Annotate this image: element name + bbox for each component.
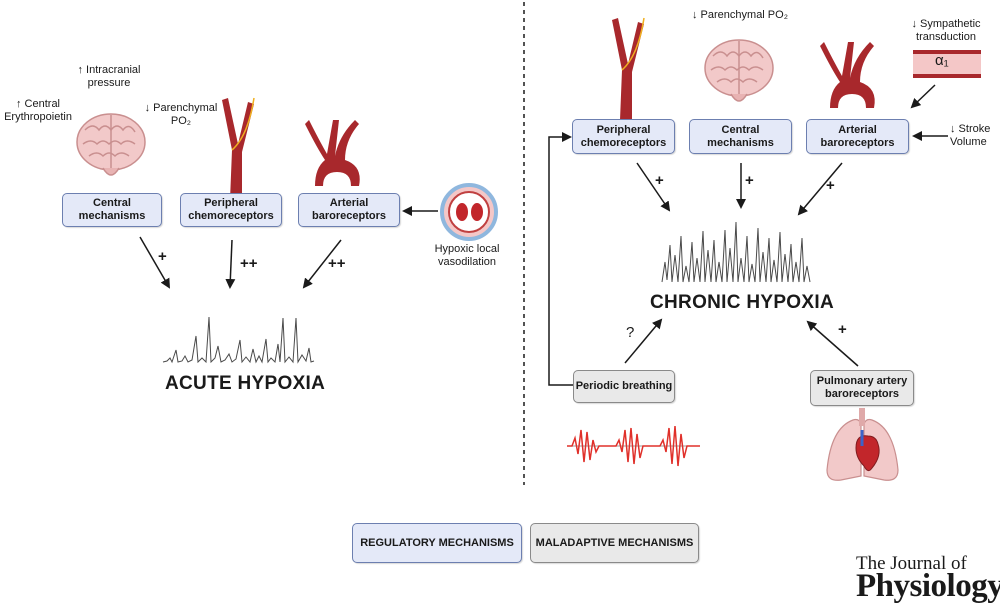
acute-arterial-sign: ++: [328, 255, 346, 272]
periodic-breathing-box: Periodic breathing: [573, 370, 675, 403]
acute-hypoxia-title: ACUTE HYPOXIA: [165, 373, 326, 394]
chronic-arterial-sign: +: [826, 177, 835, 194]
aortic-arch-icon: [305, 120, 360, 186]
acute-peripheral-sign: ++: [240, 255, 258, 272]
periodic-breathing-trace: [567, 425, 700, 467]
acute-central-mechanisms-box: Central mechanisms: [62, 193, 162, 227]
chronic-parenchymal-po2-label: ↓ Parenchymal PO₂: [692, 9, 788, 21]
acute-central-sign: +: [158, 248, 167, 265]
central-erythropoietin-label: ↑ Central Erythropoietin: [4, 98, 72, 123]
chronic-peripheral-chemoreceptors-box: Peripheral chemoreceptors: [572, 119, 675, 154]
chronic-central-sign: +: [745, 172, 754, 189]
artery-icon: [221, 97, 255, 201]
hypoxic-local-vasodilation-label: Hypoxic local vasodilation: [434, 243, 500, 268]
sympathetic-transduction-label: ↓ Sympathetic transduction: [911, 18, 981, 43]
legend-maladaptive-mechanisms: MALADAPTIVE MECHANISMS: [530, 523, 699, 563]
alpha1-label: α₁: [935, 52, 949, 69]
artery-icon: [611, 17, 645, 121]
journal-logo-line1: The Journal of: [856, 553, 967, 574]
aortic-arch-icon: [820, 42, 875, 108]
lungs-heart-icon: [826, 408, 899, 481]
chronic-hypoxia-title: CHRONIC HYPOXIA: [650, 292, 834, 313]
acute-arterial-baroreceptors-box: Arterial baroreceptors: [298, 193, 400, 227]
chronic-sympathetic-trace: [661, 221, 811, 283]
acute-sympathetic-trace: [162, 316, 315, 364]
pulmonary-artery-baroreceptors-box: Pulmonary artery baroreceptors: [810, 370, 914, 406]
journal-logo-line2: Physiology: [856, 568, 1000, 604]
chronic-periodic-sign: ?: [626, 324, 635, 341]
acute-peripheral-chemoreceptors-box: Peripheral chemoreceptors: [180, 193, 282, 227]
intracranial-pressure-label: ↑ Intracranial pressure: [77, 64, 141, 89]
legend-regulatory-mechanisms: REGULATORY MECHANISMS: [352, 523, 522, 563]
chronic-peripheral-sign: +: [655, 172, 664, 189]
brain-icon: [76, 113, 146, 176]
chronic-arterial-baroreceptors-box: Arterial baroreceptors: [806, 119, 909, 154]
stroke-volume-label: ↓ Stroke Volume: [950, 123, 991, 148]
vessel-segment-icon: [913, 50, 981, 78]
chronic-pulmonary-sign: +: [838, 321, 847, 338]
chronic-central-mechanisms-box: Central mechanisms: [689, 119, 792, 154]
vessel-cross-section-icon: [440, 183, 498, 241]
parenchymal-po2-label: ↓ Parenchymal PO₂: [144, 102, 218, 127]
brain-icon: [704, 39, 774, 102]
